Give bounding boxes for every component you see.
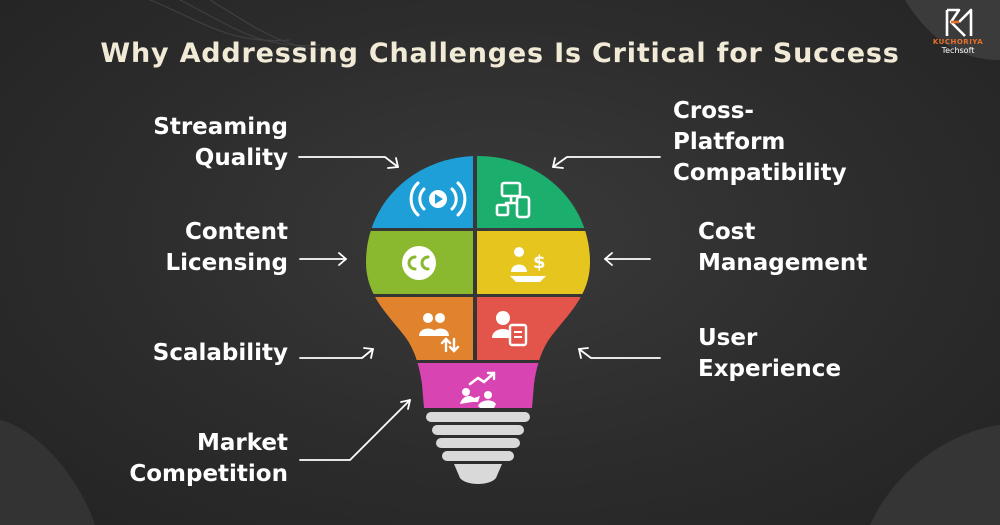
connector-arrows <box>298 156 661 461</box>
devices-icon <box>495 181 531 219</box>
label-user-experience: User Experience <box>698 325 842 382</box>
decorative-corner-arcs <box>149 0 351 52</box>
segment-scalability <box>366 297 473 360</box>
label-cost-management: Cost Management <box>698 219 868 276</box>
market-growth-icon <box>460 371 496 408</box>
segment-user-experience <box>477 297 590 360</box>
segment-market-competition <box>366 363 590 408</box>
logo-mark <box>945 8 973 37</box>
label-content-licensing: Content Licensing <box>165 219 288 276</box>
label-cross-platform: Cross- Platform Compatibility <box>673 98 847 186</box>
decorative-blob-bottom-right <box>870 425 1000 525</box>
decorative-blob-top-right <box>905 0 1000 60</box>
user-document-icon <box>492 311 528 347</box>
arrow-market-competition <box>299 399 411 461</box>
arrow-content-licensing <box>299 252 347 266</box>
arrow-user-experience <box>578 347 661 359</box>
label-scalability: Scalability <box>152 340 288 366</box>
brand-name: KUCHORIYA <box>932 38 984 46</box>
brand-sub: Techsoft <box>941 46 975 55</box>
bulb-base <box>426 412 530 484</box>
segment-cost-management <box>477 231 590 294</box>
label-streaming-quality: Streaming Quality <box>153 114 288 171</box>
segment-streaming-quality <box>366 156 473 228</box>
page-title: Why Addressing Challenges Is Critical fo… <box>100 38 900 69</box>
closed-caption-icon <box>402 246 436 280</box>
svg-text:$: $ <box>533 252 546 273</box>
bulb-segments <box>366 156 590 408</box>
broadcast-icon <box>409 181 467 217</box>
users-scale-icon <box>419 313 460 353</box>
brand-logo: KUCHORIYA Techsoft <box>928 36 988 55</box>
label-market-competition: Market Competition <box>129 430 288 487</box>
arrow-streaming-quality <box>298 156 399 169</box>
arrow-cost-management <box>604 252 651 266</box>
cost-person-dollar-icon: $ <box>510 247 546 282</box>
arrow-scalability <box>299 347 374 359</box>
segment-cross-platform <box>477 156 590 228</box>
decorative-blob-bottom-left <box>0 420 95 525</box>
arrow-cross-platform <box>552 156 661 169</box>
